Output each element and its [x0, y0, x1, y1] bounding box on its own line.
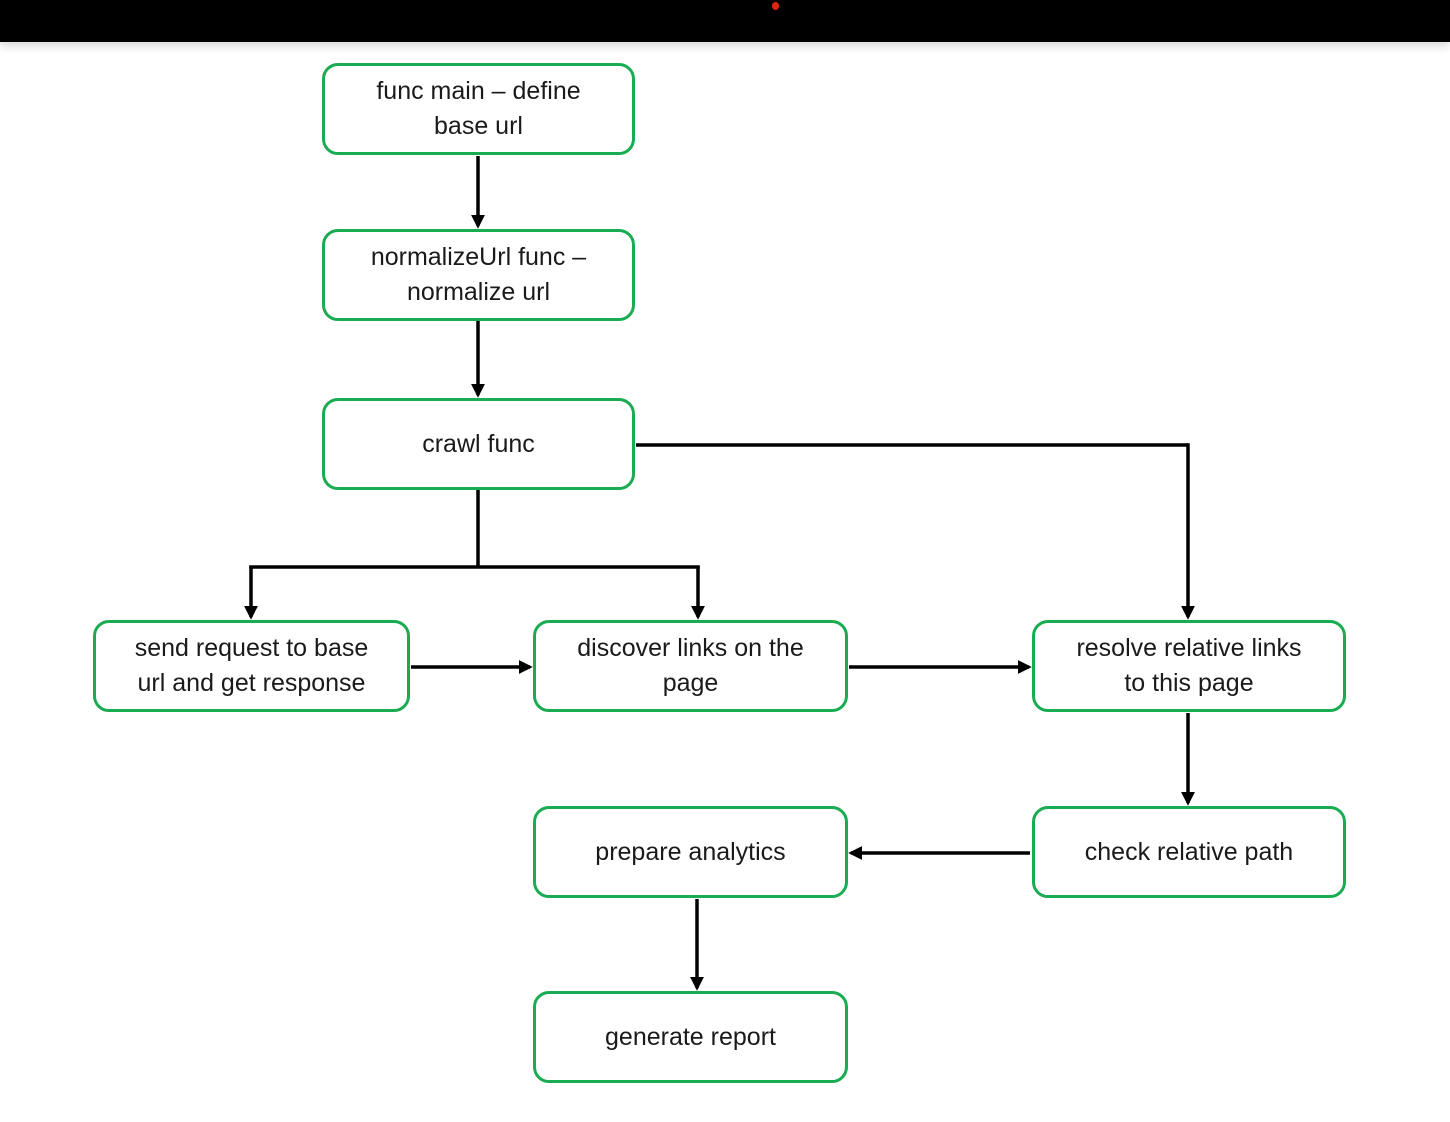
- node-label-line: send request to base: [134, 634, 369, 662]
- node-send-request: send request to base url and get respons…: [93, 620, 410, 712]
- node-label-line: base url: [434, 112, 523, 140]
- node-label-line: url and get response: [137, 669, 366, 697]
- node-crawl-func: crawl func: [322, 398, 635, 490]
- node-label-line: prepare analytics: [595, 837, 786, 866]
- node-label-line: to this page: [1124, 669, 1254, 697]
- node-check-relative-path: check relative path: [1032, 806, 1346, 898]
- node-generate-report: generate report: [533, 991, 848, 1083]
- node-label-line: generate report: [605, 1022, 776, 1051]
- top-black-bar: [0, 0, 1450, 42]
- node-label-line: resolve relative links: [1076, 634, 1302, 662]
- node-prepare-analytics: prepare analytics: [533, 806, 848, 898]
- node-label-line: page: [662, 669, 719, 697]
- node-label-line: check relative path: [1084, 837, 1294, 866]
- node-func-main: func main – define base url: [322, 63, 635, 155]
- node-discover-links: discover links on the page: [533, 620, 848, 712]
- node-label-line: discover links on the: [577, 634, 804, 662]
- node-resolve-links: resolve relative links to this page: [1032, 620, 1346, 712]
- recording-dot-icon: [772, 2, 779, 10]
- node-label-line: func main – define: [376, 77, 581, 105]
- node-label-line: normalize url: [406, 278, 551, 306]
- node-label-line: normalizeUrl func –: [370, 243, 587, 271]
- node-label-line: crawl func: [422, 429, 535, 458]
- node-normalizeurl-func: normalizeUrl func – normalize url: [322, 229, 635, 321]
